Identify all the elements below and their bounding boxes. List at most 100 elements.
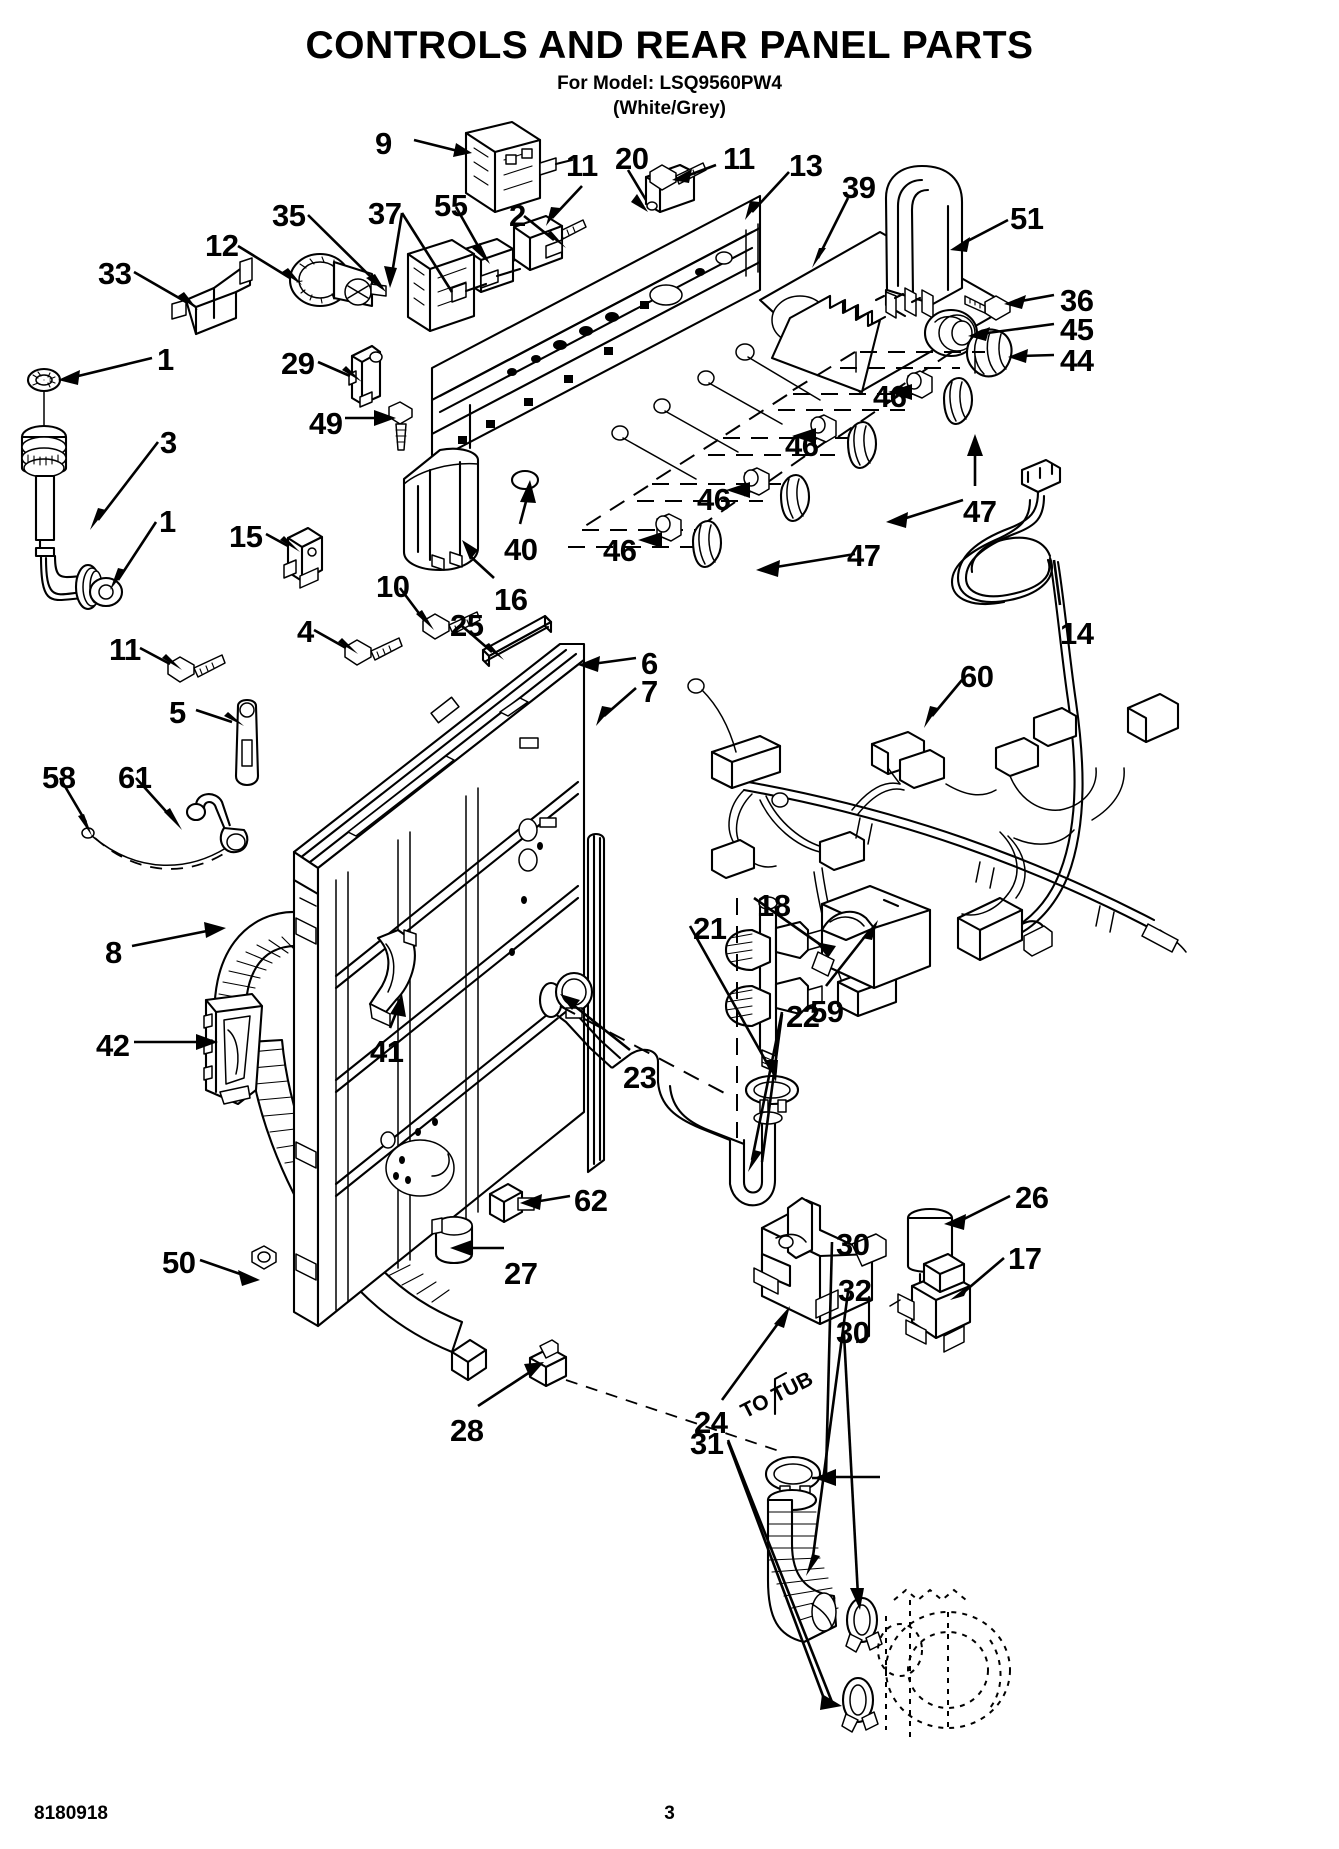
callout-number-3: 3 (160, 425, 177, 460)
part-strap-5 (234, 698, 260, 787)
part-knob-set-row3 (743, 467, 811, 523)
part-hose-3 (20, 391, 117, 611)
callout-number-27: 27 (504, 1256, 538, 1291)
part-screw-49 (388, 401, 413, 451)
diagram-header: CONTROLS AND REAR PANEL PARTS For Model:… (0, 0, 1339, 120)
leader-lines (58, 138, 1062, 1710)
part-wire-harness-60 (687, 678, 1187, 1018)
callout-number-28: 28 (450, 1413, 484, 1448)
part-bracket-42 (203, 992, 264, 1106)
callout-number-26: 26 (1015, 1180, 1049, 1215)
part-motor-35 (288, 252, 387, 308)
callout-number-1: 1 (159, 504, 176, 539)
callout-number-13: 13 (789, 148, 823, 183)
callout-number-15: 15 (229, 519, 263, 554)
document-number: 8180918 (34, 1803, 108, 1824)
callout-number-46: 46 (603, 533, 637, 568)
part-clamp-27 (431, 1215, 474, 1265)
part-bracket-33 (171, 257, 253, 336)
callout-number-49: 49 (309, 406, 343, 441)
callout-number-16: 16 (494, 582, 528, 617)
part-chute-59 (811, 884, 932, 990)
part-knob-45 (923, 308, 979, 358)
part-drain-hose-22 (538, 971, 783, 1207)
page-number: 3 (664, 1803, 675, 1824)
callout-number-12: 12 (205, 228, 239, 263)
part-control-panel-bracket (430, 194, 762, 464)
part-gasket-1-top (26, 367, 62, 393)
callout-number-2: 2 (509, 198, 526, 233)
part-trim-25 (481, 614, 553, 668)
part-washer-1-mid (88, 576, 124, 608)
callout-number-46: 46 (785, 428, 819, 463)
callout-number-11: 11 (109, 632, 141, 667)
callout-number-41: 41 (370, 1034, 404, 1069)
part-brace-7 (586, 832, 606, 1174)
part-screw-10 (422, 611, 481, 640)
callout-number-1: 1 (157, 342, 174, 377)
part-switch-15 (283, 526, 324, 589)
callout-number-47: 47 (847, 538, 881, 573)
part-clamp-41 (368, 928, 417, 1027)
callout-number-36: 36 (1060, 283, 1094, 318)
callout-number-11: 11 (723, 141, 755, 176)
callout-number-37: 37 (368, 196, 402, 231)
callout-number-22: 22 (786, 999, 820, 1034)
part-power-cord-14 (950, 458, 1084, 962)
callout-number-11: 11 (566, 148, 598, 183)
callout-number-51: 51 (1010, 201, 1044, 236)
part-endcap-16 (402, 447, 480, 572)
callout-number-10: 10 (376, 569, 410, 604)
to-tub-bracket (773, 1295, 871, 1416)
part-screw-36 (964, 295, 1011, 321)
part-knob-set-row1 (906, 370, 974, 426)
callout-number-40: 40 (504, 532, 538, 567)
callout-number-33: 33 (98, 256, 132, 291)
part-timer-9 (464, 120, 574, 214)
variant-line: (White/Grey) (613, 98, 726, 120)
part-rear-panel-cabinet (292, 642, 586, 1328)
callout-number-62: 62 (574, 1183, 608, 1218)
part-seal-40 (510, 469, 540, 491)
callout-number-5: 5 (169, 695, 186, 730)
page-title: CONTROLS AND REAR PANEL PARTS (305, 24, 1034, 67)
callout-number-6: 6 (641, 646, 658, 681)
callout-number-31: 31 (690, 1426, 724, 1461)
part-knob-set-row2 (810, 414, 878, 470)
callout-number-47: 47 (963, 494, 997, 529)
callout-number-25: 25 (450, 608, 484, 643)
part-hose-32 (766, 1488, 839, 1644)
callout-number-8: 8 (105, 935, 122, 970)
callout-number-32: 32 (838, 1273, 872, 1308)
callout-number-9: 9 (375, 126, 392, 161)
callout-number-23: 23 (623, 1060, 657, 1095)
callout-number-29: 29 (281, 346, 315, 381)
assembly-guide-22 (559, 898, 738, 1138)
callout-number-44: 44 (1060, 343, 1094, 378)
model-line: For Model: LSQ9560PW4 (557, 72, 782, 94)
callout-number-18: 18 (757, 888, 791, 923)
callout-number-35: 35 (272, 198, 306, 233)
callout-number-4: 4 (297, 614, 314, 649)
part-trap-24 (753, 1196, 887, 1326)
callout-number-14: 14 (1060, 616, 1094, 651)
callout-number-55: 55 (434, 188, 468, 223)
part-screw-11-lower (167, 654, 226, 683)
callout-number-7: 7 (641, 674, 658, 709)
callout-number-30: 30 (836, 1315, 870, 1350)
part-connector-28 (528, 1339, 783, 1453)
part-knob-set-row4 (655, 513, 723, 569)
callout-number-59: 59 (810, 994, 844, 1029)
page-footer: 8180918 3 (0, 1803, 1339, 1827)
part-bezel-51 (874, 164, 964, 319)
callout-number-46: 46 (697, 482, 731, 517)
callout-number-60: 60 (960, 659, 994, 694)
callout-number-50: 50 (162, 1245, 196, 1280)
part-screw-4 (344, 637, 403, 666)
callout-number-17: 17 (1008, 1241, 1042, 1276)
part-clamp-30-bottom (845, 1596, 883, 1653)
callout-number-61: 61 (118, 760, 152, 795)
part-screw-50 (251, 1245, 277, 1270)
